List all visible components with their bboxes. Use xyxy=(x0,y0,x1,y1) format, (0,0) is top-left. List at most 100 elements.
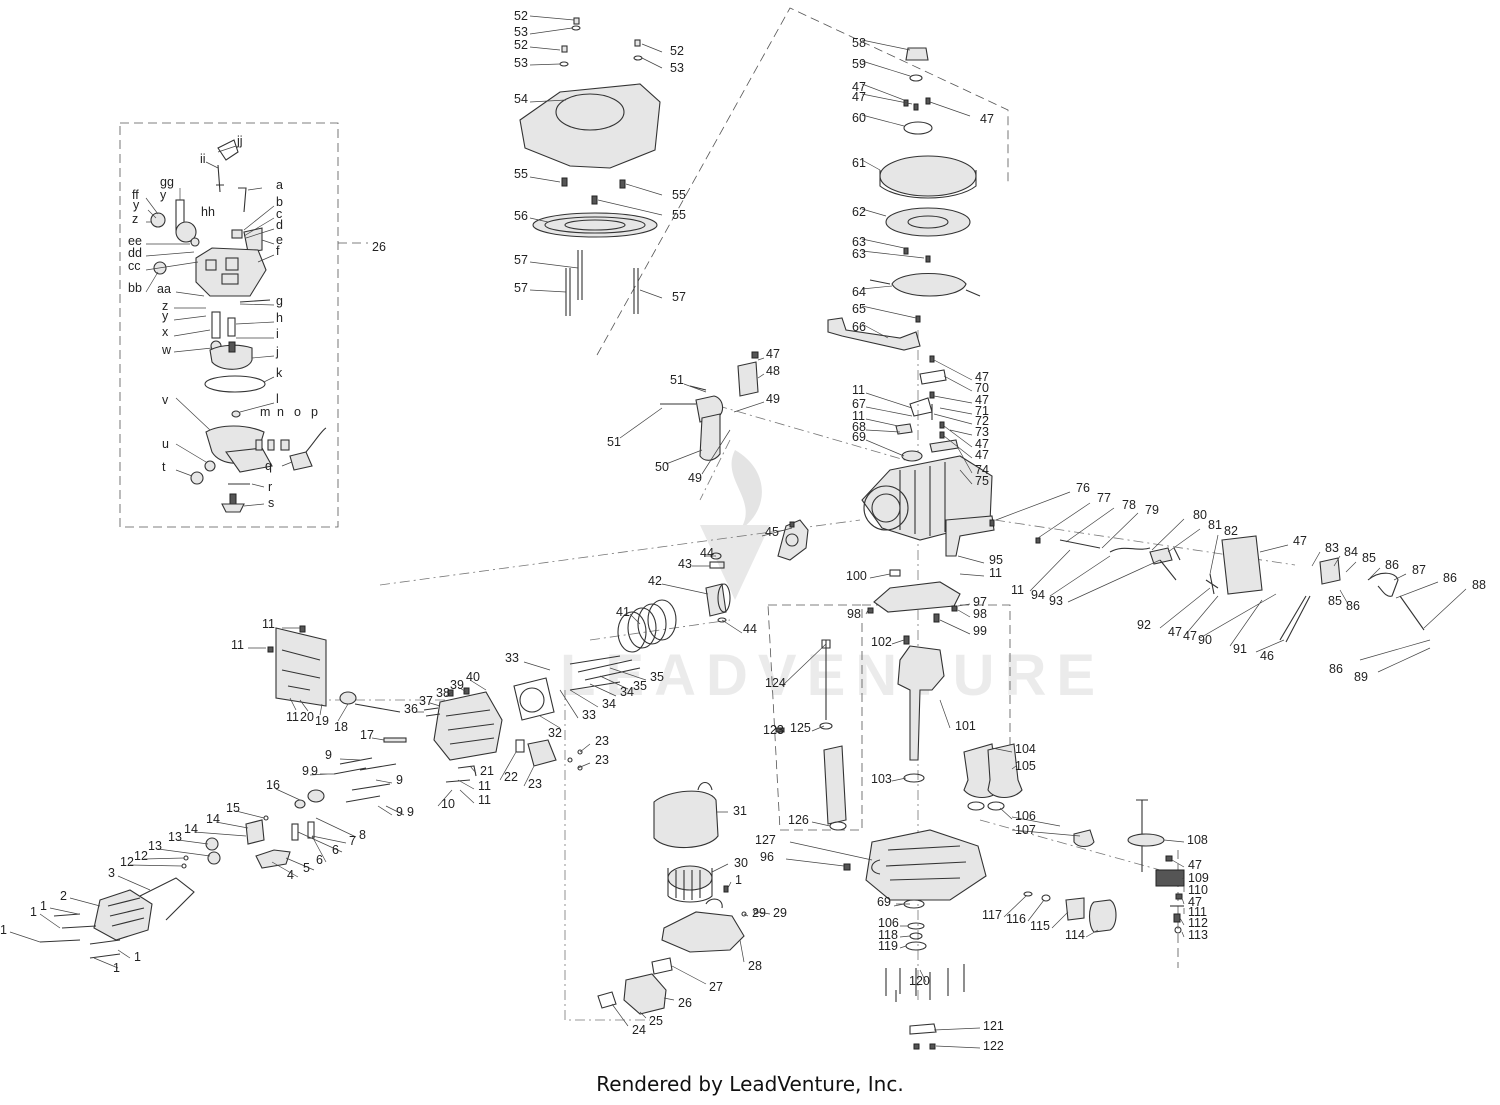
callout-38: 38 xyxy=(436,686,450,700)
callout-119: 119 xyxy=(878,939,898,953)
callout-102: 102 xyxy=(871,635,892,649)
callout-47: 47 xyxy=(1293,534,1307,548)
callout-cc: cc xyxy=(128,259,141,273)
air-cleaner-group xyxy=(597,781,771,1027)
callout-c: c xyxy=(276,207,282,221)
rocker-arm xyxy=(255,849,291,869)
callout-51: 51 xyxy=(670,373,684,387)
callout-4: 4 xyxy=(287,868,294,882)
callout-g: g xyxy=(276,294,283,308)
callout-24: 24 xyxy=(632,1023,646,1037)
callout-92: 92 xyxy=(1137,618,1151,632)
carburetor-kit-box xyxy=(119,122,339,528)
callout-41: 41 xyxy=(616,605,630,619)
callout-1: 1 xyxy=(134,950,141,964)
part-110 xyxy=(1155,869,1185,887)
crankshaft-group xyxy=(775,569,1023,831)
callout-47: 47 xyxy=(766,347,780,361)
callout-12: 12 xyxy=(134,849,148,863)
callout-56: 56 xyxy=(514,209,528,223)
callout-77: 77 xyxy=(1097,491,1111,505)
callout-6: 6 xyxy=(316,853,323,867)
callout-jj: jj xyxy=(236,134,243,148)
callout-2: 2 xyxy=(60,889,67,903)
callout-55: 55 xyxy=(672,208,686,222)
callout-61: 61 xyxy=(852,156,866,170)
callout-105: 105 xyxy=(1015,759,1036,773)
callout-d: d xyxy=(276,218,283,232)
callout-126: 126 xyxy=(788,813,809,827)
callout-28: 28 xyxy=(748,959,762,973)
callout-39: 39 xyxy=(450,678,464,692)
callout-w: w xyxy=(161,343,172,357)
callout-53: 53 xyxy=(670,61,684,75)
callout-14: 14 xyxy=(184,822,198,836)
callout-103: 103 xyxy=(871,772,892,786)
callout-101: 101 xyxy=(955,719,976,733)
callout-117: 117 xyxy=(982,908,1002,922)
callout-11: 11 xyxy=(262,617,275,631)
callout-122: 122 xyxy=(983,1039,1004,1053)
callout-86: 86 xyxy=(1443,571,1457,585)
callout-20: 20 xyxy=(300,710,314,724)
callout-34: 34 xyxy=(620,685,634,699)
valve-spring xyxy=(245,819,265,845)
callout-x: x xyxy=(162,325,169,339)
callout-12: 12 xyxy=(120,855,134,869)
callout-67: 67 xyxy=(852,397,866,411)
blower-housing-group xyxy=(519,15,663,316)
callout-106: 106 xyxy=(1015,809,1036,823)
callout-11: 11 xyxy=(989,566,1002,580)
callout-1: 1 xyxy=(30,905,37,919)
callout-83: 83 xyxy=(1325,541,1339,555)
callout-o: o xyxy=(294,405,301,419)
callout-86: 86 xyxy=(1329,662,1343,676)
callout-11: 11 xyxy=(852,409,865,423)
callout-31: 31 xyxy=(733,804,747,818)
callout-120: 120 xyxy=(909,974,930,988)
piston-rings xyxy=(647,599,677,641)
callout-gg: gg xyxy=(160,175,174,189)
callout-111: 111 xyxy=(1188,905,1207,919)
part-s xyxy=(229,493,237,505)
flywheel-column xyxy=(827,39,981,351)
callout-89: 89 xyxy=(1354,670,1368,684)
part-t xyxy=(190,471,204,485)
callout-9: 9 xyxy=(396,773,403,787)
callout-75: 75 xyxy=(975,474,989,488)
callout-9: 9 xyxy=(302,764,309,778)
callout-aa: aa xyxy=(157,282,171,296)
dipstick-tube xyxy=(823,745,847,825)
callout-108: 108 xyxy=(1187,833,1208,847)
callout-99: 99 xyxy=(973,624,987,638)
callout-29: 29 xyxy=(773,906,787,920)
callout-48: 48 xyxy=(766,364,780,378)
callout-j: j xyxy=(275,345,279,359)
callout-b: b xyxy=(276,195,283,209)
callout-53: 53 xyxy=(514,56,528,70)
callout-58: 58 xyxy=(852,36,866,50)
callout-57: 57 xyxy=(514,281,528,295)
callout-66: 66 xyxy=(852,320,866,334)
callout-18: 18 xyxy=(334,720,348,734)
callout-z: z xyxy=(132,212,138,226)
callout-1: 1 xyxy=(735,873,742,887)
cooling-fan xyxy=(879,155,977,197)
callout-85: 85 xyxy=(1362,551,1376,565)
callout-47: 47 xyxy=(975,393,989,407)
callout-r: r xyxy=(268,480,272,494)
callout-52: 52 xyxy=(514,9,528,23)
crankshaft xyxy=(897,645,945,761)
callout-94: 94 xyxy=(1031,588,1045,602)
callout-23: 23 xyxy=(595,753,609,767)
piston xyxy=(705,583,727,617)
callout-84: 84 xyxy=(1344,545,1358,559)
callout-1: 1 xyxy=(40,899,47,913)
callout-71: 71 xyxy=(975,404,989,418)
watermark-text: LEADVENTURE xyxy=(560,643,1105,708)
part-j xyxy=(209,344,253,370)
part-u xyxy=(204,460,216,472)
callout-z: z xyxy=(162,299,168,313)
callout-114: 114 xyxy=(1065,928,1085,942)
